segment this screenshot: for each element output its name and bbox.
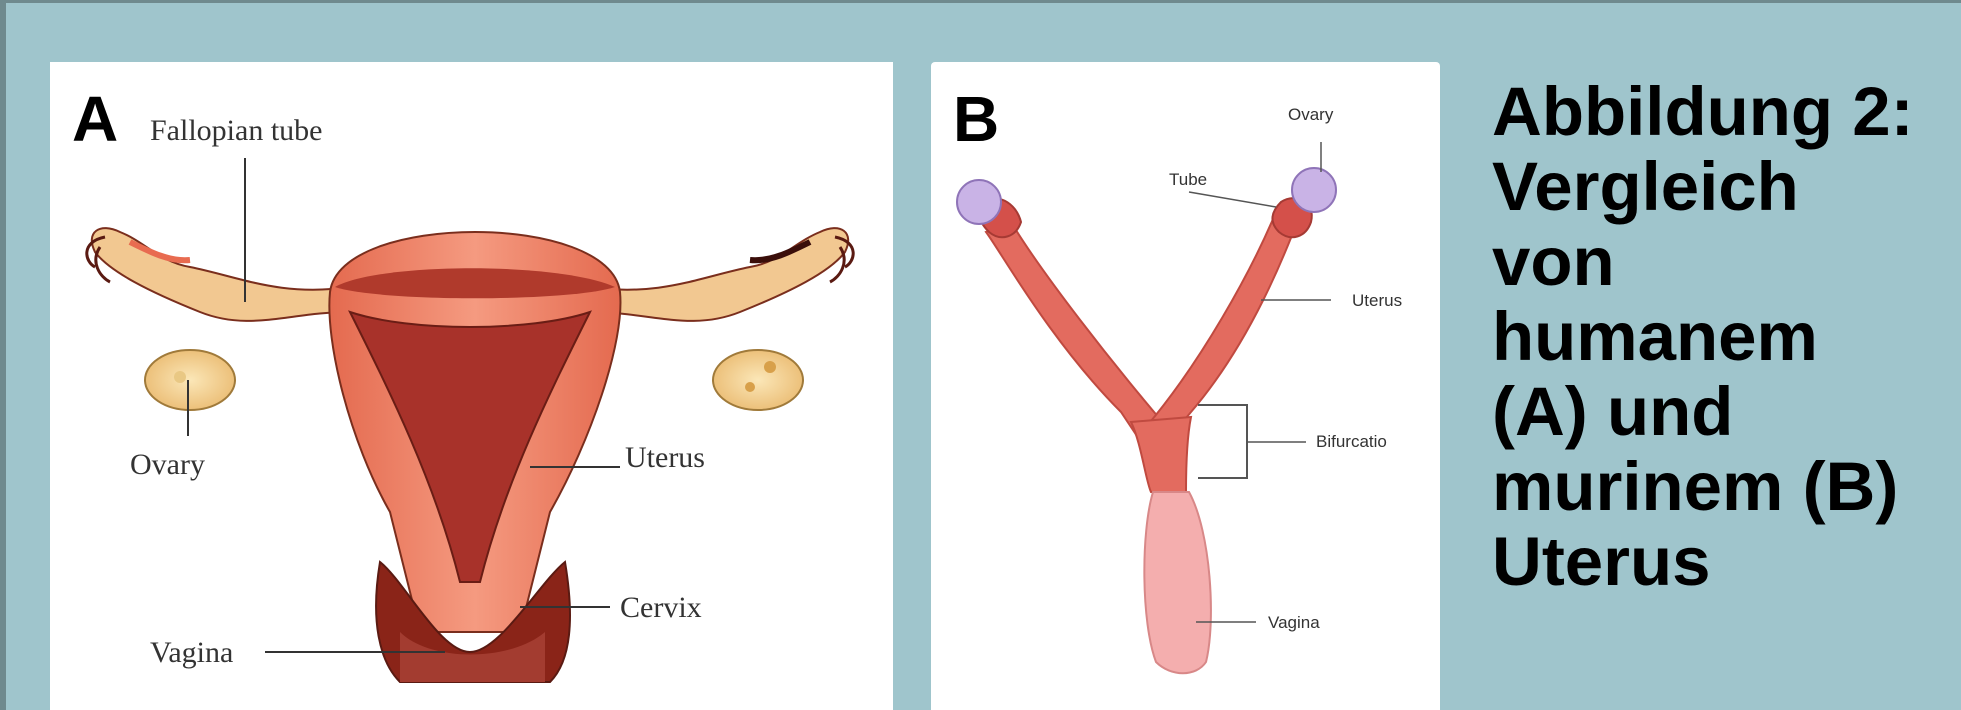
uterine-horn-left <box>986 222 1171 442</box>
panel-letter-a: A <box>72 82 118 156</box>
label-ovary-b: Ovary <box>1288 105 1334 124</box>
mouse-uterus-illustration: Ovary Tube Uterus Bifurcatio Vagina <box>931 62 1440 710</box>
human-uterus-illustration: Fallopian tube Ovary Uterus Cervix Vagin… <box>50 62 893 710</box>
ovary-right <box>713 350 803 410</box>
label-fallopian-tube: Fallopian tube <box>150 114 322 147</box>
label-vagina: Vagina <box>150 636 233 669</box>
label-tube-b: Tube <box>1169 170 1207 189</box>
panel-letter-b: B <box>953 82 999 156</box>
label-uterus-b: Uterus <box>1352 291 1402 310</box>
panel-a-human-uterus: Fallopian tube Ovary Uterus Cervix Vagin… <box>50 62 893 710</box>
label-vagina-b: Vagina <box>1268 613 1320 632</box>
bifurcation <box>1131 417 1191 492</box>
vagina-mouse <box>1144 492 1211 673</box>
label-uterus: Uterus <box>625 441 705 474</box>
label-bifurcatio-b: Bifurcatio <box>1316 432 1387 451</box>
figure-caption: Abbildung 2: Vergleich von humanem (A) u… <box>1492 74 1952 599</box>
ovary-right-mouse <box>1292 168 1336 212</box>
label-cervix: Cervix <box>620 591 702 624</box>
label-ovary: Ovary <box>130 448 205 481</box>
uterine-horn-right <box>1146 212 1301 442</box>
ovary-left-mouse <box>957 180 1001 224</box>
ovary-left <box>145 350 235 410</box>
panel-b-mouse-uterus: Ovary Tube Uterus Bifurcatio Vagina B <box>931 62 1440 710</box>
